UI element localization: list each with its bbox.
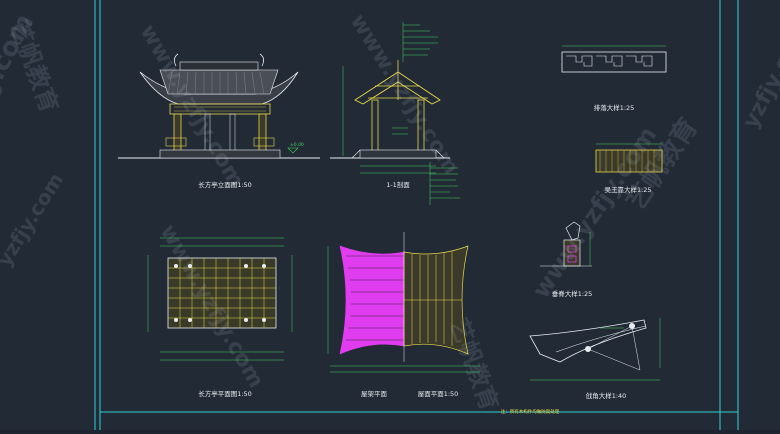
- roof-plan-title: 屋面平面1:50: [418, 390, 459, 398]
- svg-text:±0.00: ±0.00: [290, 142, 304, 148]
- ridge-detail-title: 垂脊大样1:25: [552, 289, 593, 298]
- bench-detail-title: 吴王靠大样1:25: [604, 185, 651, 194]
- corner-detail-drawing: [529, 318, 661, 381]
- plan-drawing-title: 长方亭平面图1:50: [198, 389, 252, 398]
- corner-detail-title: 戗角大样1:40: [586, 391, 627, 400]
- roof-frame-title: 屋架平面: [361, 390, 388, 398]
- elevation-drawing-title: 长方亭立面图1:50: [198, 180, 252, 189]
- ridge-detail-drawing: [540, 221, 592, 267]
- sheet-frame: [94, 0, 739, 430]
- watermark-layer: yzfjy.com 艺帆教育 yzfjy.com www.yzfjy.com w…: [0, 9, 780, 414]
- watermark-domain-edge: yzfjy.com: [738, 19, 780, 133]
- drawing-note: 注：所有木构件均做防腐处理: [501, 408, 560, 415]
- section-drawing-title: 1-1剖面: [386, 180, 410, 189]
- railing-detail-title: 排落大样1:25: [594, 103, 635, 112]
- pavilion-elevation-drawing: ±0.00: [118, 53, 320, 159]
- railing-detail-drawing: [561, 45, 667, 73]
- watermark-brand-bottom: 艺帆教育: [444, 314, 503, 414]
- pavilion-plan-drawing: [147, 237, 293, 361]
- roof-plan-drawing: [327, 232, 480, 373]
- watermark-domain-left-low: yzfjy.com: [0, 168, 68, 270]
- watermark-domain-upper: www.yzfjy.com: [135, 21, 249, 193]
- bench-detail-drawing: [595, 143, 663, 173]
- pavilion-section-drawing: [330, 22, 460, 205]
